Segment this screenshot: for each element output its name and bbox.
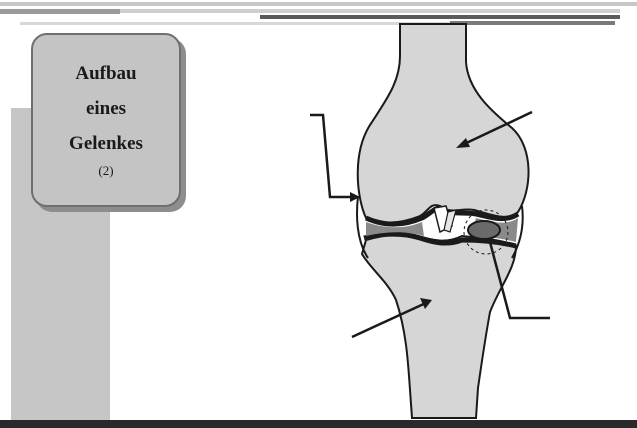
bottom-band xyxy=(0,420,637,428)
upper-bone xyxy=(358,24,529,222)
lower-bone xyxy=(362,234,516,418)
meniscus xyxy=(468,221,500,239)
joint-capsule-bracket xyxy=(310,115,356,197)
